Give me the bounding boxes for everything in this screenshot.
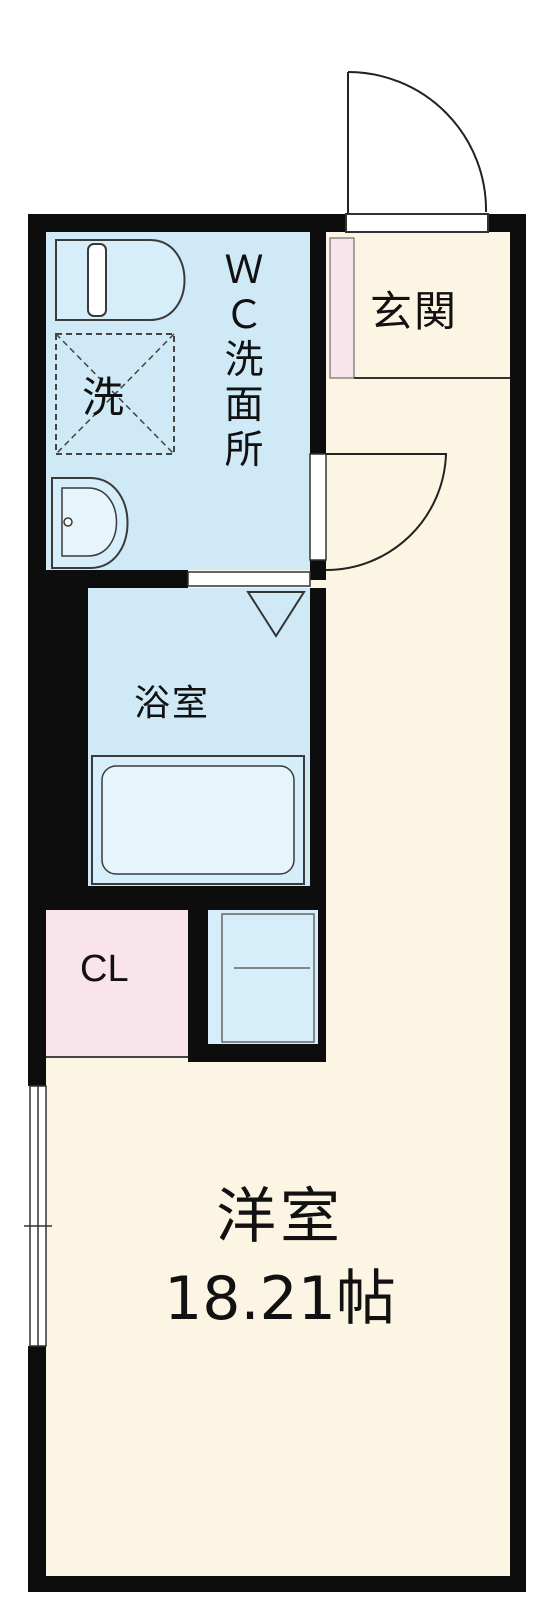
wall-bath-right xyxy=(310,588,326,904)
fridge-outline xyxy=(221,913,315,1043)
wall-closet-right xyxy=(188,910,208,1062)
main-room-label: 洋室 xyxy=(216,1182,344,1252)
wall-bottom xyxy=(28,1576,526,1592)
basin-bowl xyxy=(61,487,118,557)
wall-right xyxy=(510,214,526,1592)
wall-bath-bottom xyxy=(28,886,326,910)
bath-door xyxy=(187,571,311,587)
wall-wc-right-upper xyxy=(310,232,326,454)
closet-floor xyxy=(46,910,188,1056)
front-door-threshold xyxy=(345,213,489,233)
wc-door-swing xyxy=(325,453,448,571)
front-door-swing xyxy=(347,71,488,213)
entrance-label: 玄関 xyxy=(370,287,459,336)
wall-bath-left xyxy=(40,588,88,904)
bath-door-marker xyxy=(246,591,306,638)
washer-space xyxy=(55,333,175,455)
toilet-tank xyxy=(87,243,107,317)
wall-wc-bottom-left xyxy=(46,570,188,588)
washer-diagonal-2 xyxy=(55,333,175,455)
main-room-area-label: 18.21帖 xyxy=(164,1264,396,1334)
wall-fridge-bottom xyxy=(188,1044,326,1062)
closet-label: CL xyxy=(80,948,129,990)
wall-left-lower xyxy=(28,1346,46,1592)
wall-fridge-right xyxy=(318,910,326,1062)
shoe-storage xyxy=(329,237,355,379)
wc-door-leaf xyxy=(309,453,327,561)
wc-washroom-label: ＷＣ洗面所 xyxy=(224,248,264,473)
wall-wc-right-lower xyxy=(310,560,326,580)
washer-label: 洗 xyxy=(82,373,125,422)
basin-drain xyxy=(63,517,73,527)
fridge-space xyxy=(208,910,318,1044)
wall-top-left xyxy=(28,214,346,232)
toilet-bowl xyxy=(55,239,186,321)
bathroom-label: 浴室 xyxy=(134,683,211,724)
bathtub-inner xyxy=(101,765,295,875)
closet-bottom-edge xyxy=(46,1056,188,1058)
